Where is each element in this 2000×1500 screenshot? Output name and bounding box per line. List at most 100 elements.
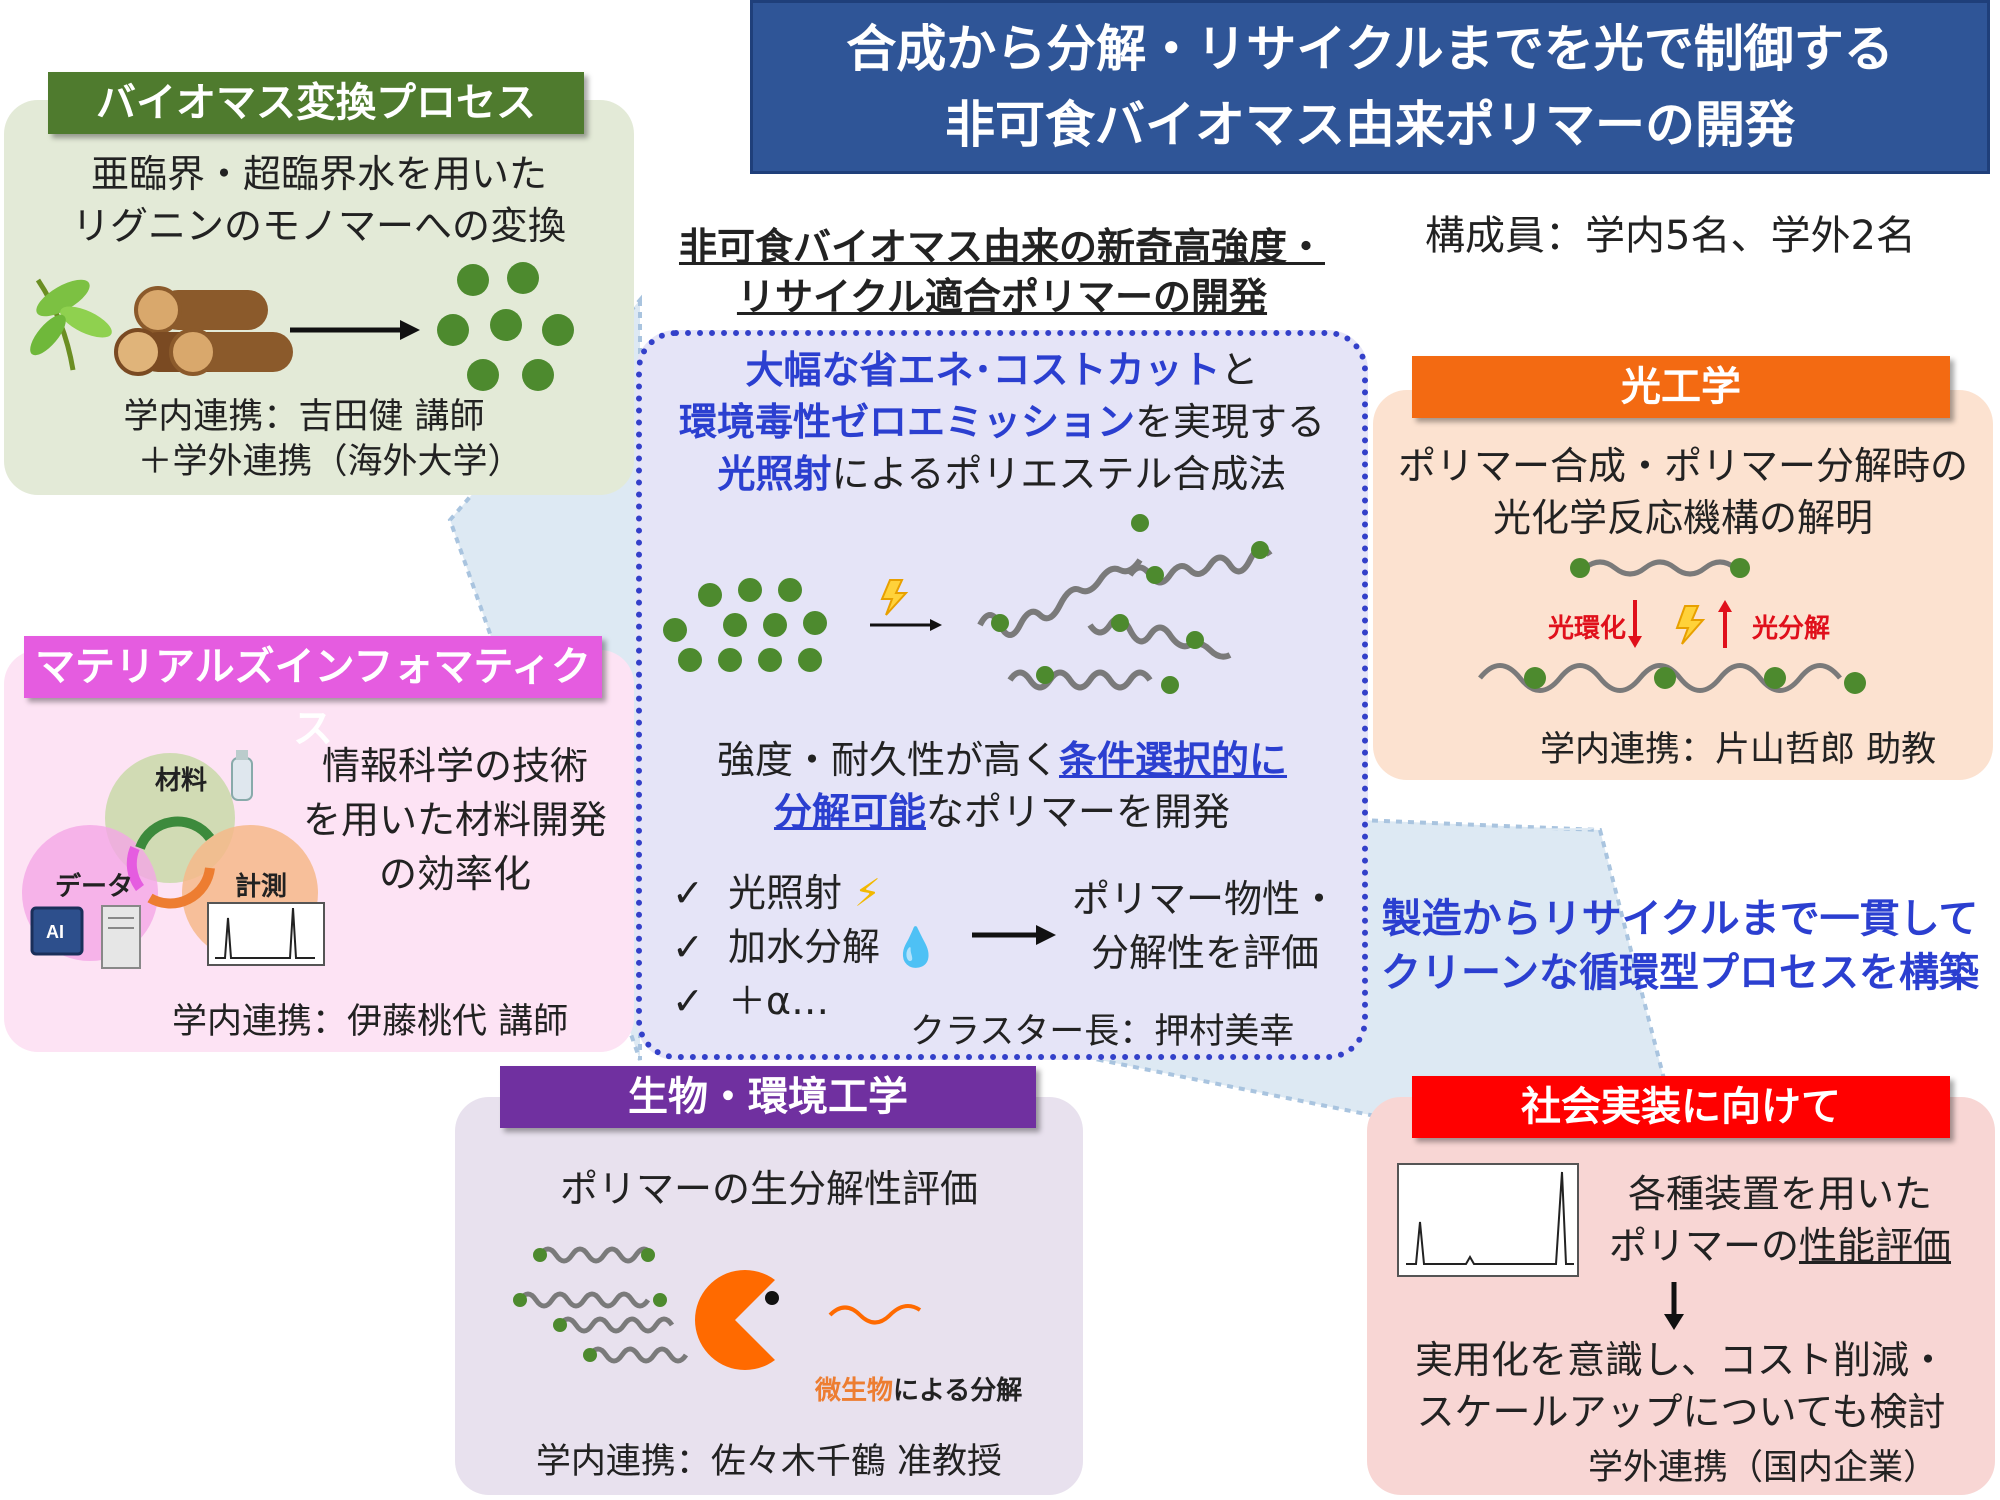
strength-line1-b: 条件選択的に [1059,738,1288,782]
society-line1: 各種装置を用いた [1627,1172,1932,1216]
strength-line1-a: 強度・耐久性が高く [716,738,1059,782]
bio-collab: 学内連携：佐々木千鶴 准教授 [535,1442,1003,1482]
optics-illustration [1478,558,1866,694]
monomer-cluster-icon [663,578,827,672]
lightning-small-icon: ⚡ [854,871,881,915]
microbe-label-rest: による分解 [893,1376,1023,1406]
conversion-arrow-icon [290,320,420,340]
photo-decompose-label: 光分解 [1752,614,1831,644]
main-title-box: 合成から分解・リサイクルまでを光で制御する 非可食バイオマス由来ポリマーの開発 [750,0,1990,174]
microbe-label: 微生物による分解 [815,1370,1022,1407]
check-item-light-label: 光照射 [728,871,843,915]
cycle-message-line2: クリーンな循環型プロセスを構築 [1381,950,1979,996]
spectrum-chart-icon [1397,1163,1579,1277]
cycle-arrow-orange [147,867,215,909]
chain-end-dots [513,1248,667,1362]
bio-header: 生物・環境工学 [500,1066,1036,1128]
mi-desc-line2: を用いた材料開発 [302,798,607,842]
optics-desc-line1: ポリマー合成・ポリマー分解時の [1397,444,1968,488]
society-line3: 実用化を意識し、コスト削減・ [1414,1338,1947,1382]
linear-chain-dots [1524,667,1866,694]
society-header: 社会実装に向けて [1412,1076,1950,1138]
center-heading-line2: リサイクル適合ポリマーの開発 [736,275,1268,319]
check-mark-icon: ✓ [672,871,704,915]
polymerization-illustration [663,514,1273,694]
microbe-label-highlight: 微生物 [815,1376,894,1406]
venn-label-data: データ [55,872,134,902]
lightning-icon [880,579,909,616]
water-drop-icon: 💧 [892,925,940,969]
chain-end-dot [1570,558,1590,578]
main-title-line2: 非可食バイオマス由来ポリマーの開発 [945,96,1795,154]
optics-panel [1373,390,1993,780]
cycle-arrow-green [135,816,215,850]
check-item-light: ✓ 光照射 ⚡ [672,866,939,920]
arrow-fill-extra [1360,828,1595,830]
check-list: ✓ 光照射 ⚡ ✓ 加水分解 💧 ✓ ＋α… [672,866,939,1028]
microbe-pacman-icon [695,1270,922,1370]
mi-venn-diagram: AI [22,750,325,969]
biomass-collab-line1: 学内連携：吉田健 講師 [123,397,485,437]
center-strength: 強度・耐久性が高く条件選択的に 分解可能なポリマーを開発 [640,734,1364,838]
society-line2-b: 性能評価 [1799,1224,1952,1268]
ai-chip-label: AI [46,922,64,942]
society-line2: ポリマーの性能評価 [1580,1222,1980,1270]
down-arrow-icon [1664,1282,1684,1330]
biomass-desc-line1: 亜臨界・超臨界水を用いた [90,152,547,196]
main-title-line1: 合成から分解・リサイクルまでを光で制御する [846,20,1894,78]
center-desc: 大幅な省エネ･コストカットと 環境毒性ゼロエミッションを実現する 光照射によるポ… [640,344,1364,500]
check-item-other: ✓ ＋α… [672,974,939,1028]
wood-logs-icon [114,286,293,376]
chain-end-dot [1730,558,1750,578]
biomass-header: バイオマス変換プロセス [48,72,584,134]
optics-header: 光工学 [1412,356,1950,418]
center-desc-line1-rest: と [1220,348,1259,392]
cycle-message: 製造からリサイクルまで一貫して クリーンな循環型プロセスを構築 [1360,892,2000,1000]
evaluate-line2: 分解性を評価 [1090,931,1319,975]
center-desc-line3-blue: 光照射 [717,452,832,496]
central-box [636,330,1368,1060]
center-desc-line2-blue: 環境毒性ゼロエミッション [678,400,1135,444]
mi-collab: 学内連携：伊藤桃代 講師 [172,1002,569,1042]
check-mark-icon: ✓ [672,925,704,969]
cluster-leader: クラスター長：押村美幸 [910,1012,1295,1052]
society-line4: スケールアップについても検討 [1416,1390,1946,1434]
center-heading-line1: 非可食バイオマス由来の新奇高強度・ [678,225,1325,269]
center-desc-line3-rest: によるポリエステル合成法 [831,452,1287,496]
mi-desc-line1: 情報科学の技術 [321,744,588,788]
check-item-other-label: ＋α… [728,979,830,1023]
optics-collab: 学内連携：片山哲郎 助教 [1540,730,1937,770]
linear-polymer-icon [1478,663,1842,693]
polymer-chains-icon [977,545,1273,691]
strength-line2-b: なポリマーを開発 [926,790,1231,834]
members-count: 構成員：学内5名、学外2名 [1425,213,1916,259]
chain-end-dots [991,514,1269,694]
evaluate-line1: ポリマー物性・ [1071,877,1338,921]
up-arrow-red-icon [1718,600,1732,648]
optics-desc-line2: 光化学反応機構の解明 [1492,496,1873,540]
bio-desc: ポリマーの生分解性評価 [559,1167,978,1211]
photo-cyclize-label: 光環化 [1548,614,1627,644]
spectrum-icon [207,902,325,966]
reaction-arrow-icon [870,619,942,631]
polymer-chains-icon [517,1246,689,1364]
mi-header: マテリアルズインフォマティクス [24,636,602,752]
bottle-icon [231,750,253,801]
venn-label-material: 材料 [155,766,208,796]
lightning-icon [1675,605,1706,645]
society-line2-a: ポリマーの [1608,1224,1799,1268]
cycle-arrow-pink [126,846,145,892]
server-icon [101,905,141,969]
check-item-hydrolysis-label: 加水分解 [728,925,881,969]
center-heading: 非可食バイオマス由来の新奇高強度・ リサイクル適合ポリマーの開発 [636,222,1368,322]
monomer-dots-icon [437,262,574,391]
biomass-collab-line2: ＋学外連携（海外大学） [137,442,523,482]
check-mark-icon: ✓ [672,979,704,1023]
biomass-panel [4,100,634,495]
society-collab: 学外連携（国内企業） [1588,1448,1939,1488]
evaluate-text: ポリマー物性・ 分解性を評価 [1060,872,1350,980]
down-arrow-red-icon [1628,600,1642,648]
biodegradation-illustration [513,1246,922,1370]
center-desc-line1-blue: 大幅な省エネ･コストカット [745,348,1221,392]
evaluate-arrow-icon [972,925,1056,945]
